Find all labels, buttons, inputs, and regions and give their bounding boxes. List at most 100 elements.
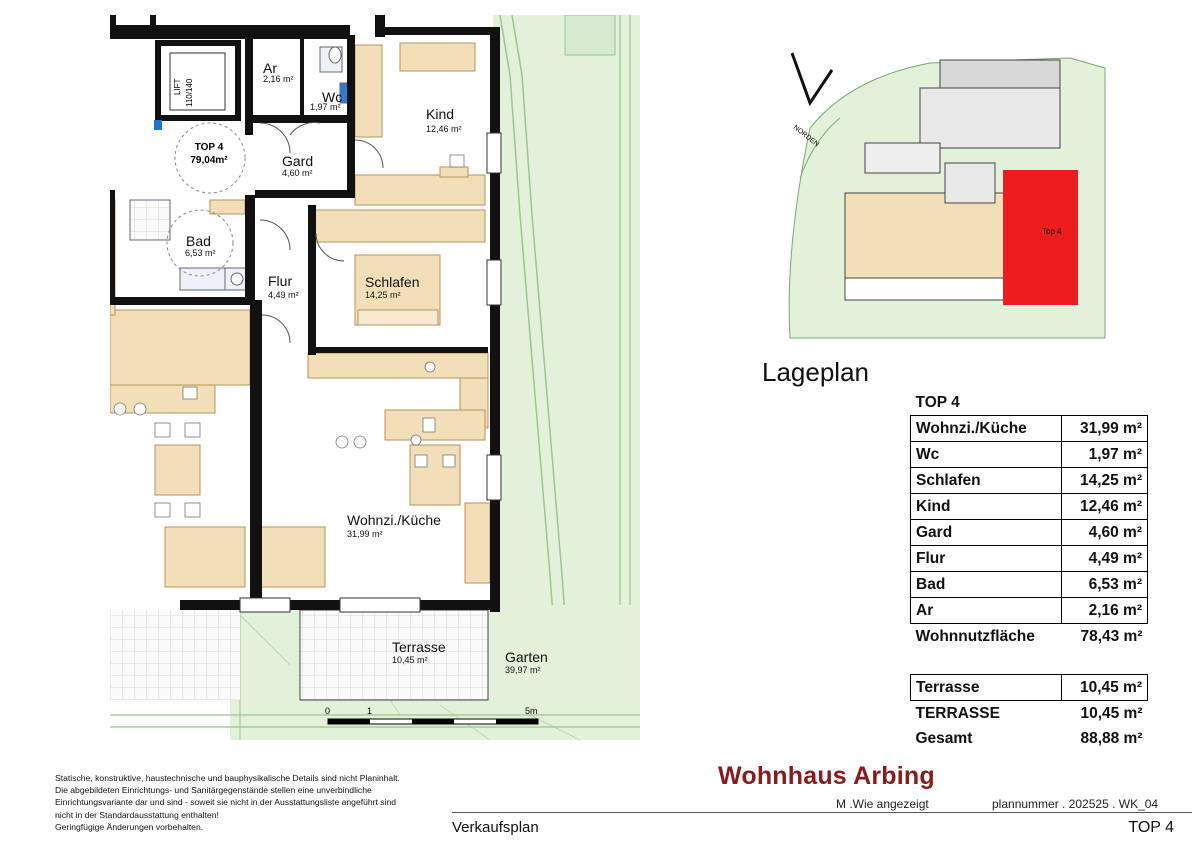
room-kind-name: Kind (426, 106, 454, 122)
lift-tag: LIFT (173, 78, 182, 95)
terrace-sum-name: TERRASSE (915, 704, 1000, 722)
room-terrasse-name: Terrasse (392, 639, 446, 655)
row-name: Kind (909, 493, 1063, 520)
plan-number: plannummer . 202525 . WK_04 (992, 797, 1159, 811)
room-gard-area: 4,60 m² (282, 168, 313, 178)
terrace-tiles (299, 609, 489, 701)
row-value: 31,99 m² (1061, 415, 1148, 442)
room-schlafen-name: Schlafen (365, 274, 419, 290)
terrace-name: Terrasse (909, 674, 1063, 701)
disclaimer-line: Einrichtungsvariante dar und sind - sowe… (55, 797, 397, 808)
disclaimer-line: Geringfügige Änderungen vorbehalten. (55, 821, 204, 832)
row-value: 2,16 m² (1061, 597, 1148, 624)
unit-badge: TOP 4 79,04m² (190, 142, 228, 166)
bathroom-fixtures (129, 46, 349, 291)
row-name: Schlafen (909, 467, 1063, 494)
terrace-sum-row: TERRASSE 10,45 m² (911, 701, 1148, 727)
top4-site-label: Top 4 (1042, 227, 1062, 236)
room-ar-area: 2,16 m² (263, 74, 294, 84)
room-wc-name: Wc (322, 89, 342, 105)
furniture (110, 42, 491, 588)
disclaimer-line: Statische, konstruktive, haustechnische … (55, 773, 400, 783)
row-name: Wc (909, 441, 1063, 468)
disclaimer-line: Die abgebildeten Einrichtungs- und Sanit… (55, 785, 372, 796)
row-value: 4,60 m² (1061, 519, 1148, 546)
room-bad-area: 6,53 m² (185, 248, 216, 258)
total-living-value: 78,43 m² (1080, 627, 1143, 645)
room-ar-name: Ar (263, 60, 277, 76)
plan-type: Verkaufsplan (452, 819, 539, 836)
room-gard-name: Gard (282, 153, 313, 169)
room-flur-name: Flur (268, 273, 292, 289)
terrace-left-tiles (110, 610, 240, 700)
row-value: 14,25 m² (1061, 467, 1148, 494)
row-name: Ar (909, 597, 1063, 624)
footer-divider (452, 812, 1192, 813)
grand-total-name: Gesamt (915, 729, 973, 747)
site-plan: NORDEN Top 4 (770, 48, 1110, 348)
scale-mid: 1 (367, 706, 372, 716)
total-living-row: Wohnnutzfläche 78,43 m² (911, 624, 1148, 650)
windows (239, 132, 502, 613)
site-plan-drawing: NORDEN Top 4 (788, 52, 1106, 339)
row-name: Flur (909, 545, 1063, 572)
terrace-value: 10,45 m² (1061, 674, 1148, 701)
turning-circle-bath (166, 209, 234, 277)
lift-label: 110/140 (185, 78, 194, 107)
room-wohnzi-area: 31,99 m² (347, 529, 383, 539)
north-arrow-icon (790, 52, 834, 107)
row-value: 12,46 m² (1061, 493, 1148, 520)
row-value: 1,97 m² (1061, 441, 1148, 468)
room-garten-name: Garten (505, 649, 548, 665)
walls (110, 15, 500, 612)
room-labels: Ar 2,16 m² Wc 1,97 m² Kind 12,46 m² Gard… (185, 60, 548, 675)
room-bad-name: Bad (186, 233, 211, 249)
door-swings (259, 122, 384, 344)
total-living-name: Wohnnutzfläche (915, 627, 1035, 645)
project-title: Wohnhaus Arbing (718, 762, 935, 790)
scale-start: 0 (325, 706, 330, 716)
room-wohnzi-name: Wohnzi./Küche (347, 512, 441, 528)
grand-total-value: 88,88 m² (1080, 729, 1143, 747)
scale-end: 5m (525, 706, 538, 716)
unit-corner-label: TOP 4 (1128, 819, 1174, 836)
row-name: Wohnzi./Küche (909, 415, 1063, 442)
turning-circle-entry (174, 122, 246, 194)
room-flur-area: 4,49 m² (268, 290, 299, 300)
top4-highlight (1003, 170, 1078, 305)
room-wc-area: 1,97 m² (310, 102, 341, 112)
lageplan-title: Lageplan (762, 357, 869, 387)
furniture-chairs (113, 154, 465, 518)
room-kind-area: 12,46 m² (426, 124, 462, 134)
terrace-sum-value: 10,45 m² (1080, 704, 1143, 722)
disclaimer: Statische, konstruktive, haustechnische … (55, 772, 425, 833)
floor-plan: TOP 4 79,04m² LIFT 110/140 Ar 2,16 m² Wc… (110, 15, 640, 740)
grand-total-row: Gesamt 88,88 m² (911, 726, 1148, 751)
scale-bar: 0 1 5m (325, 706, 539, 725)
lift-shaft (154, 40, 241, 130)
unit-badge-top: TOP 4 (195, 142, 224, 153)
scale-note: M .Wie angezeigt (836, 797, 929, 811)
room-schlafen-area: 14,25 m² (365, 290, 401, 300)
row-value: 4,49 m² (1061, 545, 1148, 572)
row-name: Gard (909, 519, 1063, 546)
unit-badge-area: 79,04m² (190, 155, 228, 166)
room-garten-area: 39,97 m² (505, 665, 541, 675)
room-terrasse-area: 10,45 m² (392, 655, 428, 665)
disclaimer-line: nicht in der Standardausstattung enthalt… (55, 809, 219, 820)
row-name: Bad (909, 571, 1063, 598)
area-table-header: TOP 4 (911, 390, 1148, 416)
area-table-title: TOP 4 (915, 393, 960, 411)
floor-plan-drawing: TOP 4 79,04m² LIFT 110/140 Ar 2,16 m² Wc… (110, 15, 640, 740)
row-value: 6,53 m² (1061, 571, 1148, 598)
